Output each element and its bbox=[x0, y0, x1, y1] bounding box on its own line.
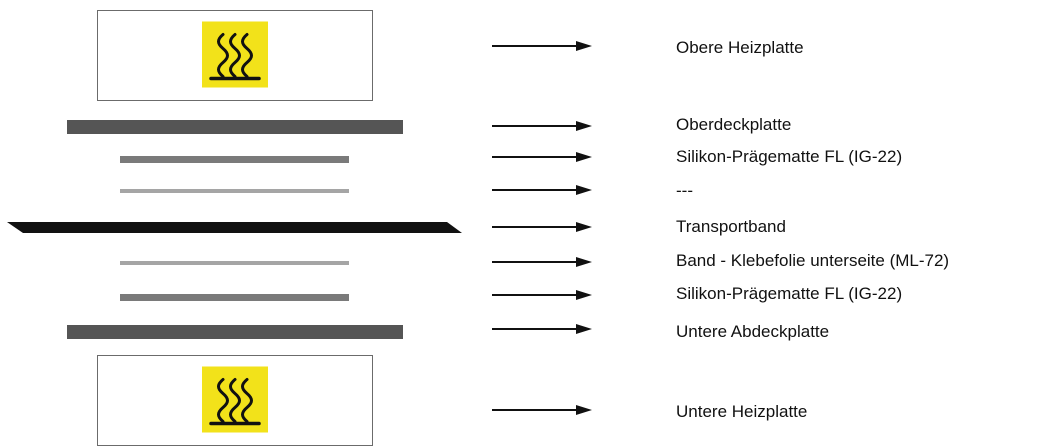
layer-cover-plate-8 bbox=[67, 325, 403, 339]
layer-transport-belt-5 bbox=[7, 222, 462, 233]
hot-surface-warning-icon bbox=[202, 366, 268, 433]
label-oberdeckplatte: Oberdeckplatte bbox=[676, 115, 792, 134]
label-untere-abdeckplatte: Untere Abdeckplatte bbox=[676, 322, 830, 341]
layer-foil-4 bbox=[120, 189, 349, 193]
label-klebefolie: Band - Klebefolie unterseite (ML-72) bbox=[676, 251, 950, 270]
label-silikon-praegematte-bottom: Silikon-Prägematte FL (IG-22) bbox=[676, 284, 903, 303]
label-silikon-praegematte-top: Silikon-Prägematte FL (IG-22) bbox=[676, 147, 903, 166]
layer-heater-9 bbox=[97, 355, 373, 446]
layer-silicone-mat-3 bbox=[120, 156, 349, 163]
label-transportband: Transportband bbox=[676, 217, 786, 236]
arrow-right-icon bbox=[492, 121, 592, 131]
arrow-right-icon bbox=[492, 152, 592, 162]
arrow-right-icon bbox=[492, 222, 592, 232]
label-untere-heizplatte: Untere Heizplatte bbox=[676, 402, 808, 421]
hot-surface-warning-icon bbox=[202, 21, 268, 88]
label-foil-top: --- bbox=[676, 181, 693, 200]
layer-silicone-mat-7 bbox=[120, 294, 349, 301]
arrow-right-icon bbox=[492, 405, 592, 415]
arrow-right-icon bbox=[492, 257, 592, 267]
arrow-right-icon bbox=[492, 324, 592, 334]
label-obere-heizplatte: Obere Heizplatte bbox=[676, 38, 804, 57]
layer-heater-1 bbox=[97, 10, 373, 101]
layer-foil-6 bbox=[120, 261, 349, 265]
arrow-right-icon bbox=[492, 290, 592, 300]
layer-cover-plate-2 bbox=[67, 120, 403, 134]
arrow-right-icon bbox=[492, 41, 592, 51]
arrow-right-icon bbox=[492, 185, 592, 195]
